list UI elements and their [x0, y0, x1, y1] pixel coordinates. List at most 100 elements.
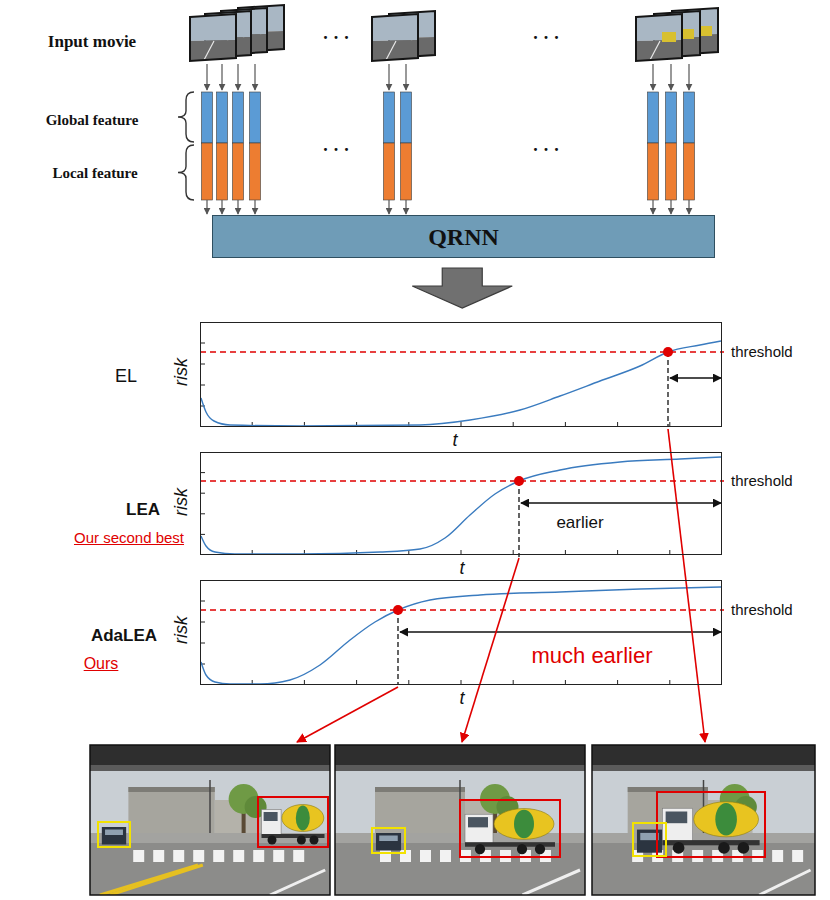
- car-body: [637, 830, 662, 853]
- axis-tick: [617, 680, 618, 685]
- sky: [335, 745, 585, 895]
- road: [592, 843, 815, 895]
- flow-arrow: [237, 200, 238, 214]
- truck-cab: [465, 814, 493, 844]
- mixer-stripe: [296, 806, 310, 831]
- flow-arrow: [254, 200, 255, 214]
- crosswalk-stripe: [792, 850, 803, 862]
- risk-curve: [201, 457, 721, 554]
- global-feature-bar: [217, 92, 228, 143]
- flow-arrow: [388, 200, 389, 214]
- axis-label: t: [459, 558, 464, 579]
- car-bounding-box: [98, 822, 130, 847]
- crossing-dot: [514, 476, 524, 486]
- text-holder: threshold: [731, 601, 793, 619]
- axis-tick: [669, 680, 670, 685]
- axis-tick: [200, 385, 205, 386]
- truck-wheel: [310, 836, 319, 845]
- flow-arrow: [206, 64, 207, 90]
- axis-tick: [513, 550, 514, 555]
- crossing-dot: [663, 347, 673, 357]
- risk-curve: [201, 341, 721, 426]
- sky: [592, 745, 815, 895]
- text-holder: risk: [171, 616, 192, 644]
- car-window: [640, 833, 658, 840]
- video-frame-photo: [335, 745, 585, 895]
- local-feature-bar: [648, 143, 659, 200]
- local-feature-bar: [202, 143, 213, 200]
- car-body: [102, 827, 126, 845]
- road: [90, 843, 330, 895]
- threshold-line: [200, 609, 724, 611]
- photo-border: [90, 745, 330, 895]
- lead-time-arrow: [400, 631, 721, 632]
- overpass: [592, 745, 815, 765]
- frame-lane: [650, 41, 660, 60]
- local-feature-bar: [384, 143, 395, 200]
- frame-sky: [372, 14, 418, 41]
- overpass-underside: [90, 765, 330, 771]
- feature-label: Global feature: [46, 112, 139, 129]
- axis-tick: [461, 550, 462, 555]
- frame-lane: [204, 41, 214, 60]
- text-holder: much earlier: [531, 643, 652, 669]
- axis-tick: [513, 680, 514, 685]
- axis-tick: [252, 422, 253, 427]
- global-feature-bar: [401, 92, 412, 143]
- global-feature-bar: [202, 92, 213, 143]
- flow-arrow: [670, 200, 671, 214]
- flow-arrow: [405, 200, 406, 214]
- truck-cab: [262, 810, 282, 836]
- text-holder: QRNN: [428, 223, 499, 250]
- frame-sky: [636, 14, 682, 41]
- text-holder: threshold: [731, 472, 793, 490]
- car-window: [379, 836, 397, 842]
- axis-tick: [565, 680, 566, 685]
- crossing-dashed-line: [397, 610, 398, 685]
- flow-arrow: [652, 64, 653, 90]
- text-holder: Local feature: [52, 164, 137, 182]
- risk-chart-panel: AdaLEAOurs: [200, 580, 722, 685]
- axis-tick: [304, 680, 305, 685]
- ellipsis: · · ·: [322, 28, 349, 49]
- car-body: [376, 833, 401, 851]
- photo-border: [335, 745, 585, 895]
- feature-label: Local feature: [52, 165, 137, 182]
- truck-wheel: [535, 844, 545, 854]
- overpass: [90, 745, 330, 765]
- frame-border: [190, 14, 236, 61]
- axis-tick: [617, 422, 618, 427]
- truck-wheel: [718, 842, 730, 854]
- axis-tick: [200, 472, 205, 473]
- leader-arrow: [297, 687, 398, 742]
- axis-label: risk: [171, 488, 192, 516]
- video-frame-photo: [592, 745, 815, 895]
- flow-arrow: [254, 64, 255, 90]
- flow-arrow: [388, 64, 389, 90]
- axis-tick: [200, 622, 205, 623]
- flow-arrow: [688, 64, 689, 90]
- frame-lane: [386, 41, 396, 60]
- risk-chart: [200, 457, 724, 557]
- flow-arrow: [221, 64, 222, 90]
- local-feature-bar: [666, 143, 677, 200]
- ellipsis: · · ·: [322, 140, 349, 161]
- axis-label: risk: [171, 616, 192, 644]
- threshold-label: threshold: [731, 472, 793, 489]
- flow-arrow: [237, 64, 238, 90]
- axis-tick: [356, 422, 357, 427]
- crosswalk-stripe: [233, 850, 244, 862]
- axis-tick: [565, 422, 566, 427]
- axis-tick: [461, 680, 462, 685]
- axis-tick: [200, 343, 205, 344]
- text-holder: risk: [171, 358, 192, 386]
- truck-window: [264, 812, 278, 821]
- global-feature-bar: [250, 92, 261, 143]
- crosswalk-stripe: [273, 850, 284, 862]
- truck-window: [468, 817, 488, 827]
- ellipsis: · · ·: [532, 140, 559, 161]
- pole: [209, 780, 211, 837]
